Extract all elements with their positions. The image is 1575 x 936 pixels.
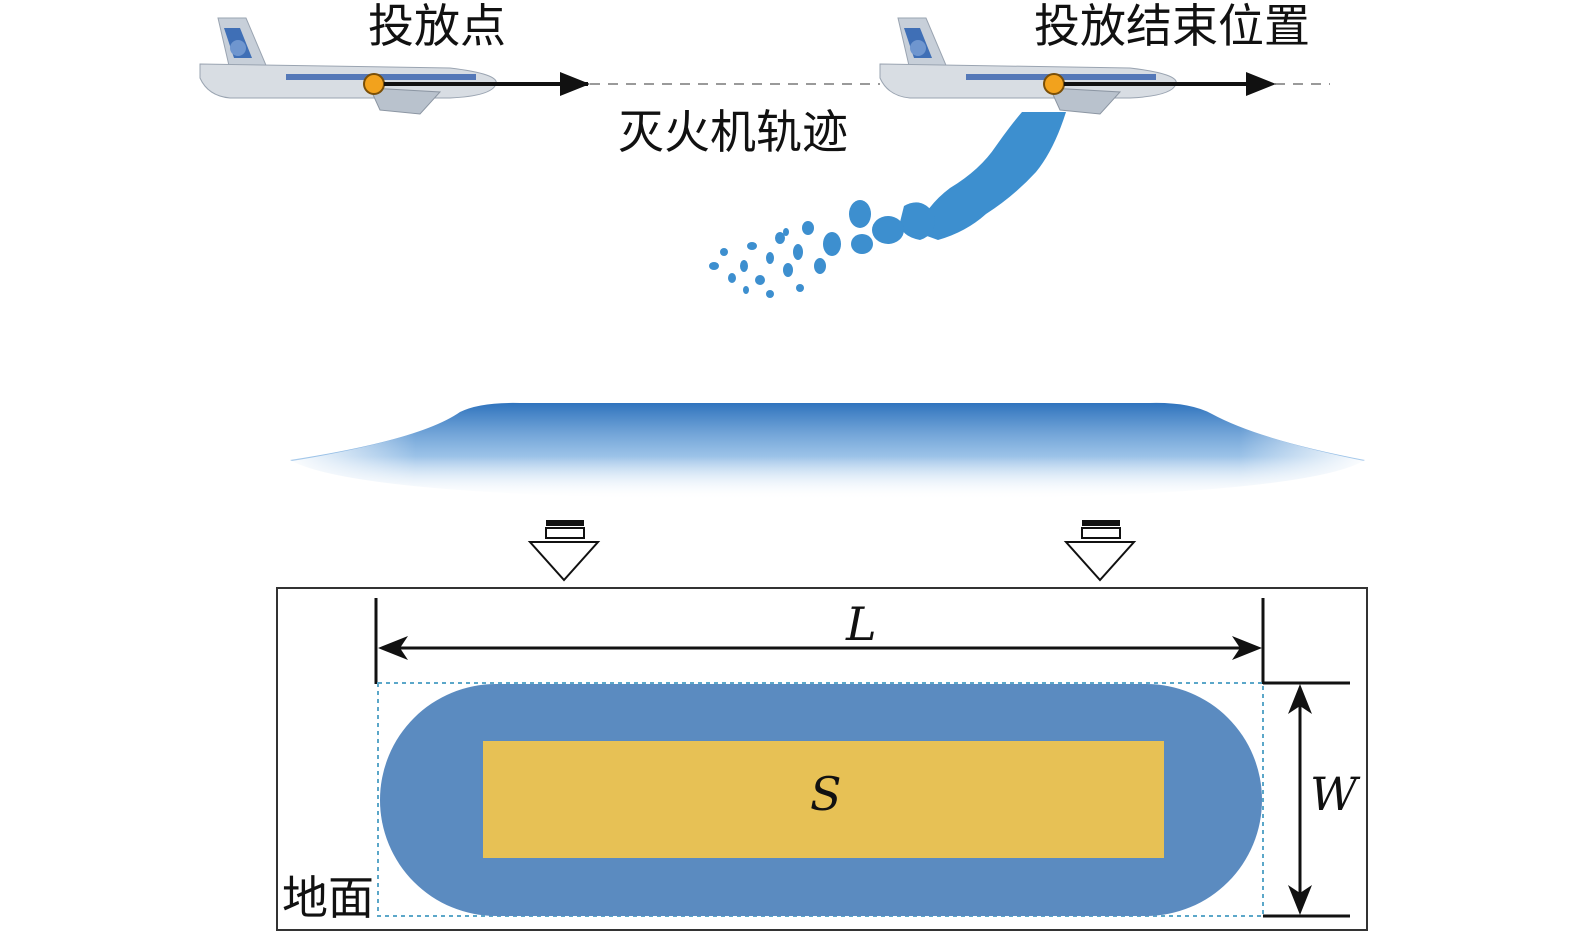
arrow-head-icon bbox=[1246, 72, 1276, 96]
width-arrow-bottom-icon bbox=[1288, 885, 1312, 915]
down-arrow-icon bbox=[1063, 520, 1137, 582]
arrow-head-icon bbox=[560, 72, 590, 96]
airplane-icon bbox=[199, 17, 497, 115]
width-label: W bbox=[1310, 767, 1361, 821]
width-arrow-top-icon bbox=[1288, 684, 1312, 714]
drop-end-marker bbox=[1043, 73, 1065, 95]
airplane-icon bbox=[879, 17, 1177, 115]
length-arrow-right-icon bbox=[1232, 636, 1262, 660]
effective-area-rect bbox=[483, 741, 1164, 858]
trajectory-label: 灭火机轨迹 bbox=[618, 105, 848, 159]
drop-point-label: 投放点 bbox=[368, 0, 506, 53]
length-arrow-left-icon bbox=[378, 636, 408, 660]
ground-label: 地面 bbox=[282, 871, 374, 925]
drop-end-label: 投放结束位置 bbox=[1034, 0, 1310, 53]
area-label: S bbox=[810, 767, 842, 821]
water-plume bbox=[709, 112, 1066, 298]
drop-point-marker bbox=[363, 73, 385, 95]
water-cloud-fade bbox=[286, 402, 1369, 504]
down-arrow-icon bbox=[527, 520, 601, 582]
length-label: L bbox=[845, 597, 877, 651]
